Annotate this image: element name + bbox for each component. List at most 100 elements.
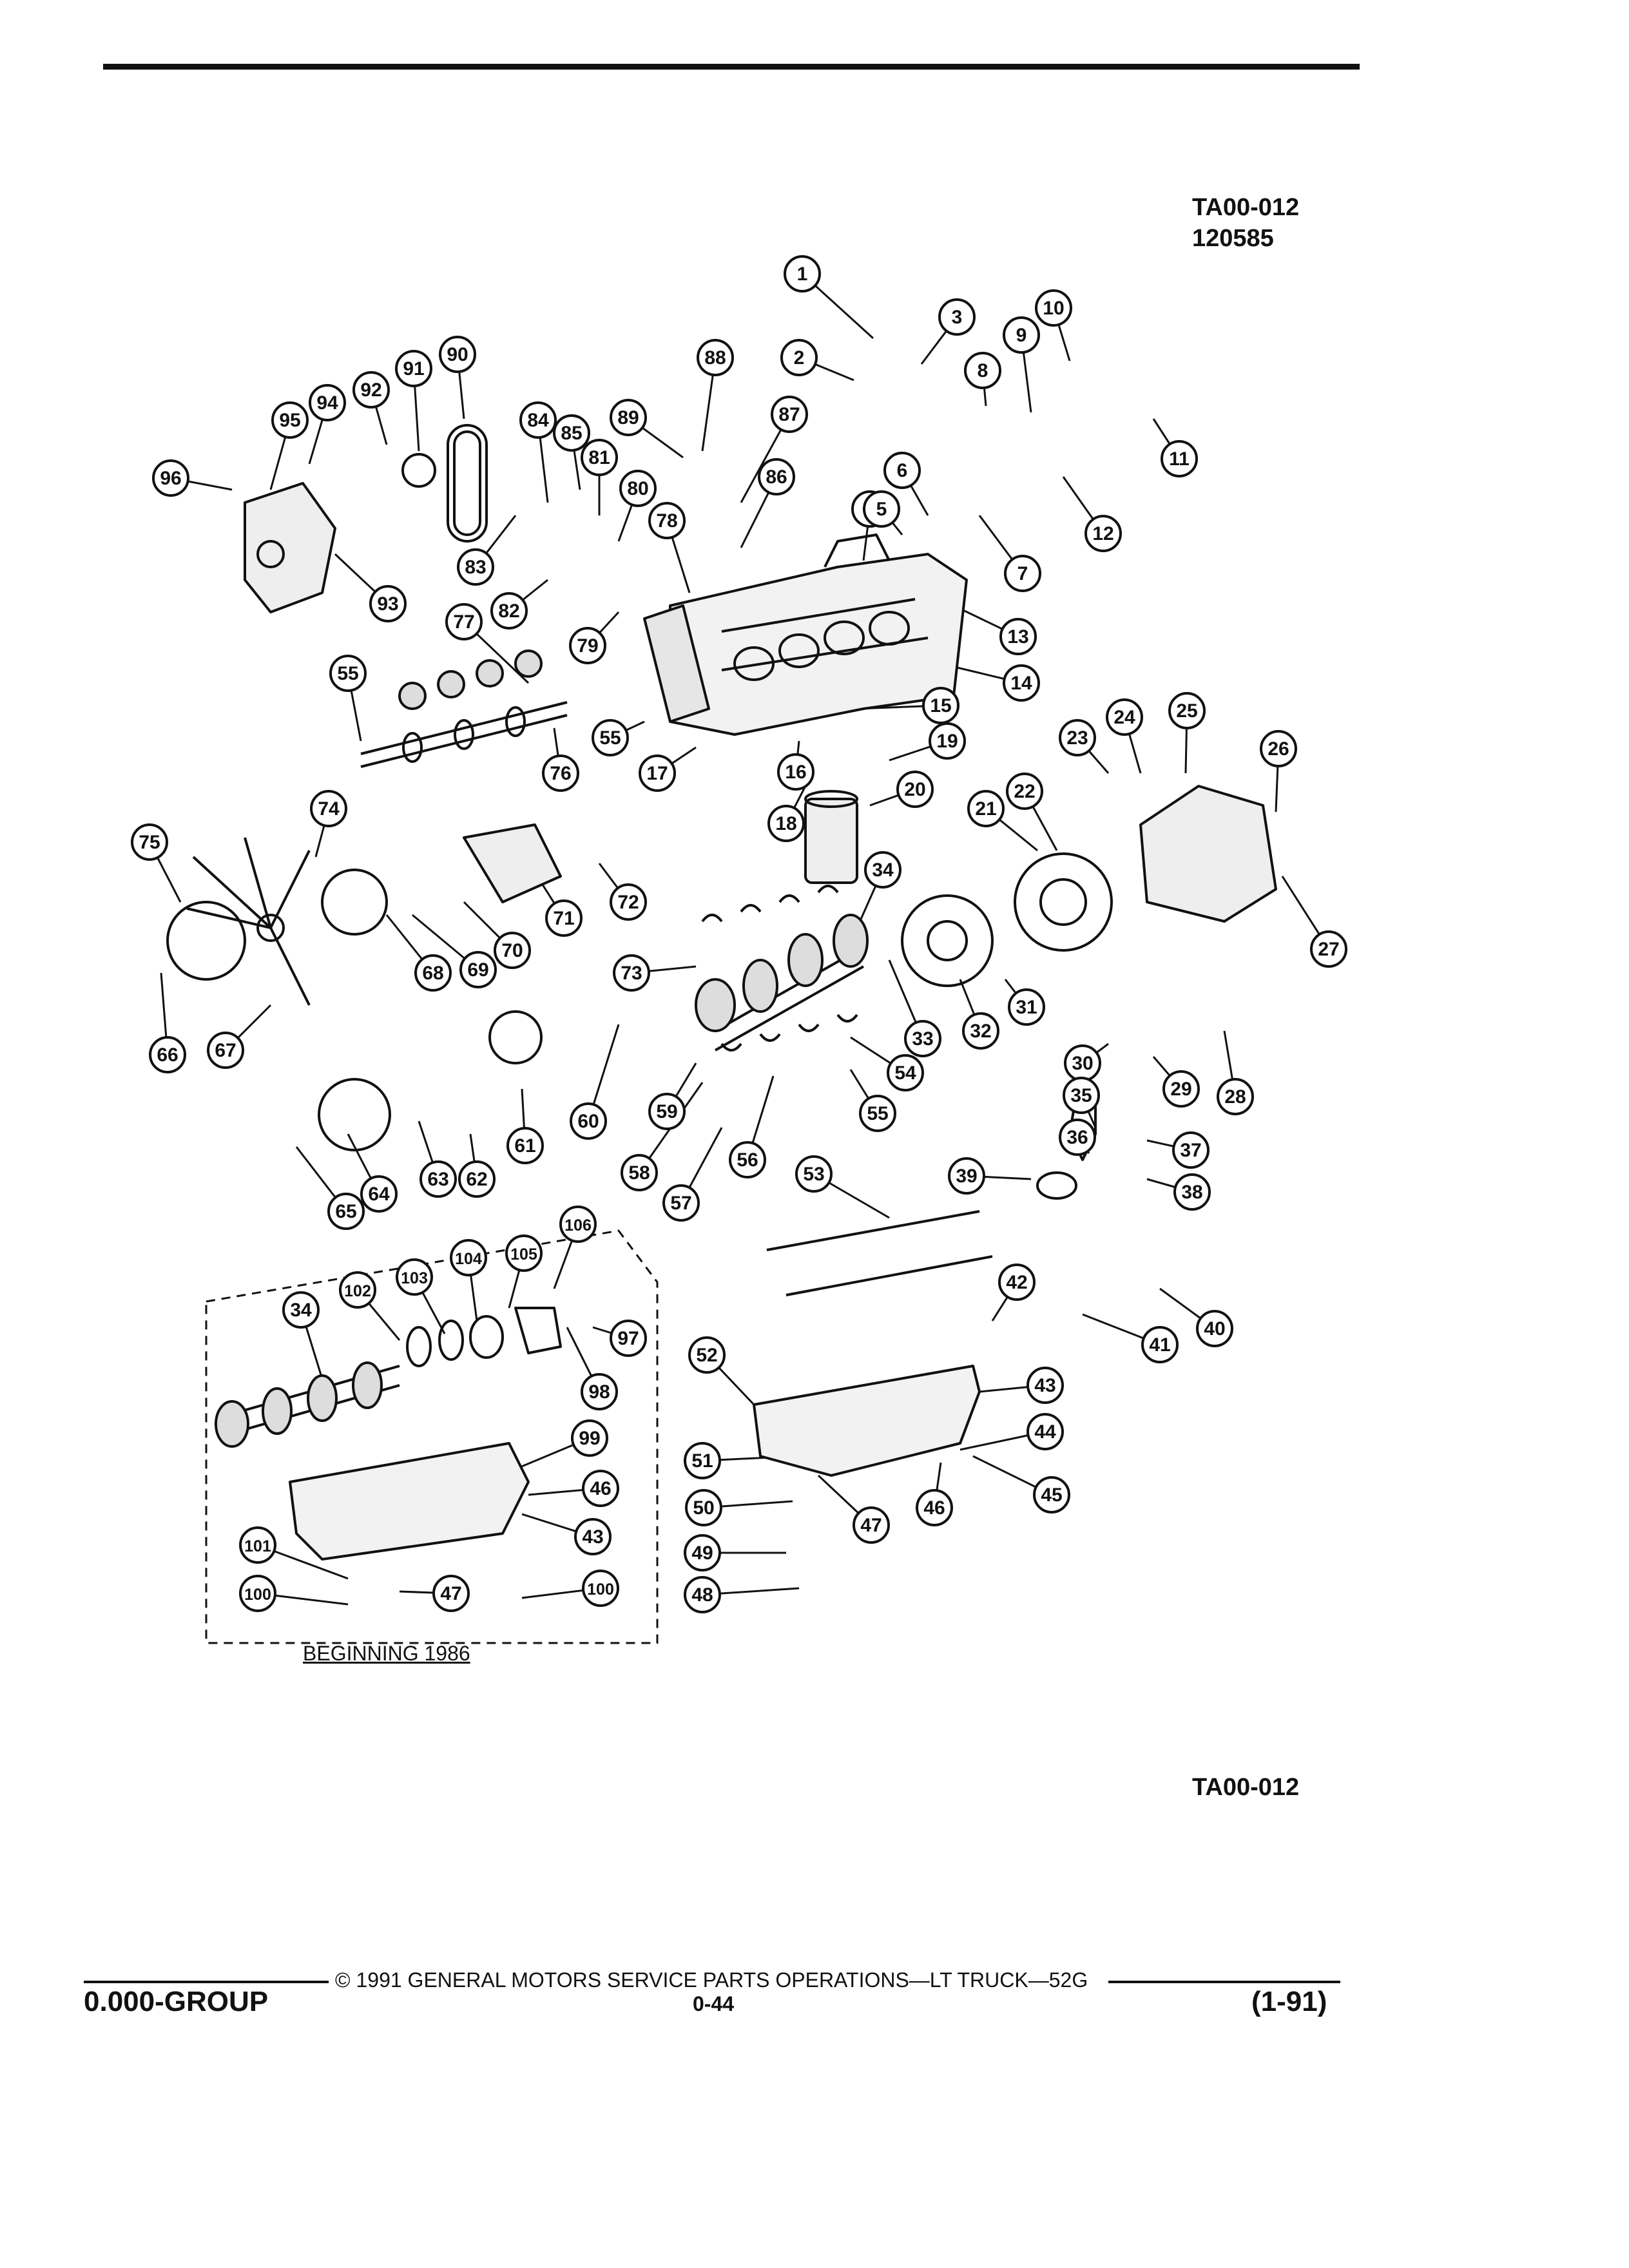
callout-number: 16 — [785, 762, 806, 783]
callout-number: 44 — [1034, 1421, 1056, 1443]
callout-number: 1 — [797, 264, 808, 285]
callout-circle — [352, 371, 390, 408]
callout-number: 28 — [1224, 1086, 1246, 1108]
callout-95: 95 — [271, 401, 309, 439]
callout-87: 87 — [771, 396, 808, 433]
callout-88: 88 — [697, 339, 734, 376]
callout-circle — [396, 1258, 433, 1296]
callout-circle — [999, 618, 1037, 655]
callout-number: 55 — [599, 727, 621, 749]
callout-70: 70 — [494, 932, 531, 969]
callout-101: 101 — [239, 1526, 276, 1564]
callout-circle — [592, 719, 629, 756]
callout-number: 80 — [627, 478, 648, 499]
callout-81: 81 — [581, 439, 618, 476]
callout-25: 25 — [1168, 692, 1206, 729]
callout-number: 69 — [467, 959, 488, 981]
callout-circle — [282, 1291, 320, 1329]
callout-number: 59 — [656, 1101, 677, 1122]
callout-circle — [1008, 988, 1045, 1026]
callout-number: 8 — [978, 360, 988, 381]
callout-number: 30 — [1072, 1053, 1093, 1074]
callout-number: 60 — [577, 1111, 599, 1132]
callout-67: 67 — [207, 1032, 244, 1069]
callout-number: 62 — [466, 1169, 487, 1190]
callout-number: 10 — [1043, 298, 1064, 319]
callout-number: 79 — [577, 635, 598, 657]
callout-number: 63 — [427, 1169, 448, 1190]
callout-number: 9 — [1016, 325, 1027, 346]
clutch-disc — [1014, 852, 1113, 952]
callout-number: 46 — [923, 1497, 945, 1519]
callout-33: 33 — [904, 1020, 941, 1057]
callout-40: 40 — [1196, 1310, 1233, 1347]
callout-circle — [662, 1184, 700, 1222]
callout-number: 45 — [1041, 1485, 1062, 1506]
callout-50: 50 — [685, 1489, 722, 1526]
callout-circle — [458, 1160, 496, 1198]
callout-number: 75 — [139, 832, 160, 853]
callout-number: 98 — [588, 1381, 610, 1403]
callout-circle — [729, 1141, 766, 1178]
callout-number: 53 — [803, 1164, 824, 1185]
callout-number: 5 — [876, 499, 887, 520]
callout-number: 50 — [693, 1497, 714, 1519]
callout-number: 46 — [590, 1478, 611, 1499]
callout-number: 106 — [564, 1216, 592, 1235]
callout-7: 7 — [1004, 555, 1041, 592]
callout-number: 67 — [215, 1040, 236, 1061]
callout-16: 16 — [777, 753, 815, 791]
callout-number: 57 — [670, 1193, 691, 1214]
callout-number: 47 — [440, 1583, 461, 1604]
drawing-id-top-1: TA00-012 — [1192, 194, 1300, 221]
callout-99: 99 — [571, 1419, 608, 1457]
callout-circle — [1004, 555, 1041, 592]
callout-circle — [1217, 1078, 1254, 1115]
callout-8: 8 — [964, 352, 1001, 389]
water-pump — [463, 823, 562, 903]
callout-circle — [883, 452, 921, 489]
footer-date-code: (1-91) — [1251, 1986, 1327, 2017]
callout-15: 15 — [922, 687, 959, 724]
callout-number: 64 — [368, 1184, 390, 1205]
top-rule — [103, 64, 1360, 70]
fan — [166, 837, 311, 1006]
footer-group: 0.000-GROUP — [84, 1986, 269, 2017]
callout-102: 102 — [339, 1271, 376, 1309]
callout-circle — [904, 1020, 941, 1057]
callout-circle — [542, 754, 579, 792]
callout-number: 7 — [1017, 563, 1028, 584]
callout-circle — [613, 954, 650, 992]
callout-circle — [494, 932, 531, 969]
callout-circle — [1084, 515, 1122, 552]
callout-34: 34 — [864, 851, 901, 889]
callout-circle — [684, 1534, 721, 1571]
callout-circle — [450, 1239, 487, 1276]
callout-number: 68 — [422, 963, 443, 984]
callout-circle — [758, 458, 795, 495]
callout-number: 42 — [1006, 1272, 1027, 1293]
callout-circle — [432, 1575, 470, 1612]
callout-2: 2 — [780, 339, 818, 376]
crankshaft — [695, 914, 869, 1052]
callout-number: 104 — [455, 1250, 482, 1268]
callout-number: 15 — [930, 695, 951, 716]
callout-circle — [131, 823, 168, 861]
callout-circle — [553, 414, 590, 452]
callout-number: 29 — [1170, 1079, 1191, 1100]
callout-number: 27 — [1318, 939, 1339, 960]
callout-circle — [149, 1036, 186, 1073]
callout-32: 32 — [962, 1012, 999, 1050]
callout-circle — [439, 336, 476, 373]
callout-number: 39 — [956, 1166, 977, 1187]
callout-62: 62 — [458, 1160, 496, 1198]
callout-number: 11 — [1169, 448, 1190, 470]
callout-circle — [684, 1576, 721, 1613]
callout-number: 33 — [912, 1028, 933, 1050]
callout-circle — [887, 1054, 924, 1091]
callout-circle — [545, 899, 583, 937]
callout-number: 23 — [1066, 727, 1088, 749]
callout-circle — [329, 655, 367, 692]
callout-circle — [239, 1575, 276, 1612]
callout-circle — [1168, 692, 1206, 729]
